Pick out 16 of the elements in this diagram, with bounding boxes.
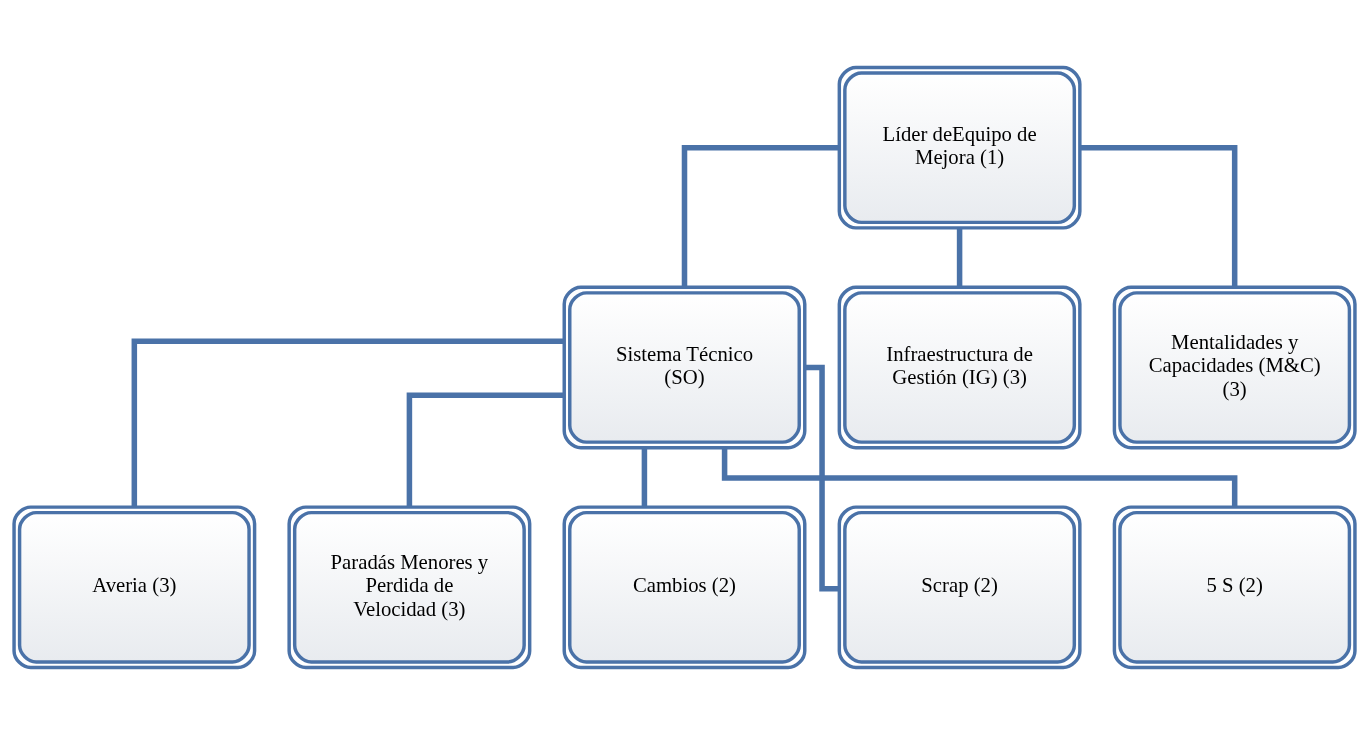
node-box: 5 S (2) (1112, 504, 1357, 669)
node-box: Infraestructura de Gestión (IG) (3) (837, 285, 1082, 449)
node-box: Scrap (2) (837, 504, 1082, 669)
node-box: Líder deEquipo de Mejora (1) (837, 65, 1082, 230)
connector (805, 364, 839, 591)
connector (406, 391, 564, 507)
node-box: Paradás Menores y Perdida de Velocidad (3) (287, 504, 532, 669)
node-box: Mentalidades y Capacidades (M&C) (3) (1112, 285, 1357, 449)
node-box: Sistema Técnico (SO) (562, 285, 807, 449)
node-box: Averia (3) (12, 504, 257, 669)
connector (641, 447, 648, 507)
connector (956, 227, 963, 287)
node-box: Cambios (2) (562, 504, 807, 669)
connector (1080, 144, 1238, 287)
connector (681, 144, 839, 287)
connector (131, 337, 564, 507)
